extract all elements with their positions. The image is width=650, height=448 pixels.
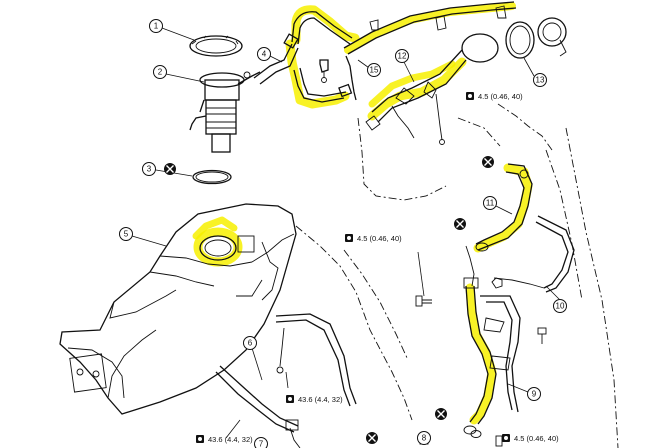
filler-gasket-13 [505, 21, 535, 59]
callout-3: 3 [142, 162, 156, 176]
callout-2: 2 [153, 65, 167, 79]
svg-text:3: 3 [147, 165, 152, 174]
svg-text:4: 4 [262, 50, 267, 59]
callout-9: 9 [527, 387, 541, 401]
callout-6: 6 [243, 336, 257, 350]
callout-15: 15 [367, 63, 381, 77]
bolt-left-clamp [415, 295, 432, 307]
clip-part [319, 59, 329, 83]
callout-13: 13 [533, 73, 547, 87]
vapor-hose-4 [253, 33, 299, 85]
svg-text:1: 1 [154, 22, 159, 31]
highlight-breather-tube [344, 2, 516, 54]
svg-text:5: 5 [124, 230, 129, 239]
highlight-hose-9 [465, 283, 497, 425]
callout-7: 7 [254, 437, 268, 448]
highlight-tank-opening-top [192, 216, 238, 240]
highlight-upper-pipe [291, 5, 360, 45]
frame-outline [357, 103, 619, 448]
svg-text:4.5 (0.46, 40): 4.5 (0.46, 40) [357, 234, 402, 243]
fuel-cap [537, 17, 567, 57]
strap-outline [295, 225, 413, 421]
tank-strap-7 [275, 313, 357, 407]
tube-10 [493, 215, 575, 293]
callout-4: 4 [257, 47, 271, 61]
breather-tube-15 [343, 1, 517, 101]
lock-ring-part [189, 35, 243, 57]
upper-pipe [291, 11, 353, 103]
bolt-mid [537, 327, 547, 344]
svg-text:4.5 (0.46, 40): 4.5 (0.46, 40) [514, 434, 559, 443]
torque-spec-2: 4.5 (0.46, 40) [345, 234, 402, 243]
torque-spec-1: 4.5 (0.46, 40) [466, 92, 523, 101]
tank-strap-6 [215, 365, 301, 448]
filler-neck-12 [365, 33, 499, 145]
bolt-bottom-right [495, 435, 503, 447]
torque-spec-3: 43.6 (4.4, 32) [286, 395, 343, 404]
do-not-reuse-icon [435, 408, 447, 420]
svg-text:12: 12 [398, 52, 407, 61]
o-ring-part [192, 169, 232, 185]
callout-5: 5 [119, 227, 133, 241]
fuel-pump-assembly [189, 71, 261, 153]
svg-text:13: 13 [536, 76, 545, 85]
torque-spec-4: 43.6 (4.4, 32) [196, 435, 253, 444]
svg-text:9: 9 [532, 390, 537, 399]
highlight-layer [192, 2, 533, 425]
svg-text:10: 10 [556, 302, 565, 311]
do-not-reuse-icon [366, 432, 378, 444]
line-art [59, 1, 619, 448]
hose-11 [475, 163, 533, 252]
callout-10: 10 [553, 299, 567, 313]
bolt-right [491, 277, 503, 289]
svg-text:43.6 (4.4, 32): 43.6 (4.4, 32) [298, 395, 343, 404]
svg-text:6: 6 [248, 339, 253, 348]
torque-spec-5: 4.5 (0.46, 40) [502, 434, 559, 443]
svg-text:43.6 (4.4, 32): 43.6 (4.4, 32) [208, 435, 253, 444]
callout-1: 1 [149, 19, 163, 33]
svg-text:2: 2 [158, 68, 163, 77]
fuel-tank-5 [59, 203, 297, 415]
tank-pump-opening [199, 235, 237, 261]
do-not-reuse-icon [164, 163, 176, 175]
svg-text:11: 11 [486, 199, 495, 208]
hose-9-assembly [463, 245, 521, 438]
svg-text:7: 7 [259, 440, 264, 448]
svg-text:8: 8 [422, 434, 427, 443]
callout-8: 8 [417, 431, 431, 445]
svg-text:4.5 (0.46, 40): 4.5 (0.46, 40) [478, 92, 523, 101]
do-not-reuse-icon [454, 218, 466, 230]
do-not-reuse-icon [482, 156, 494, 168]
callout-11: 11 [483, 196, 497, 210]
highlight-hose-11 [473, 163, 533, 253]
callout-12: 12 [395, 49, 409, 63]
svg-text:15: 15 [370, 66, 379, 75]
